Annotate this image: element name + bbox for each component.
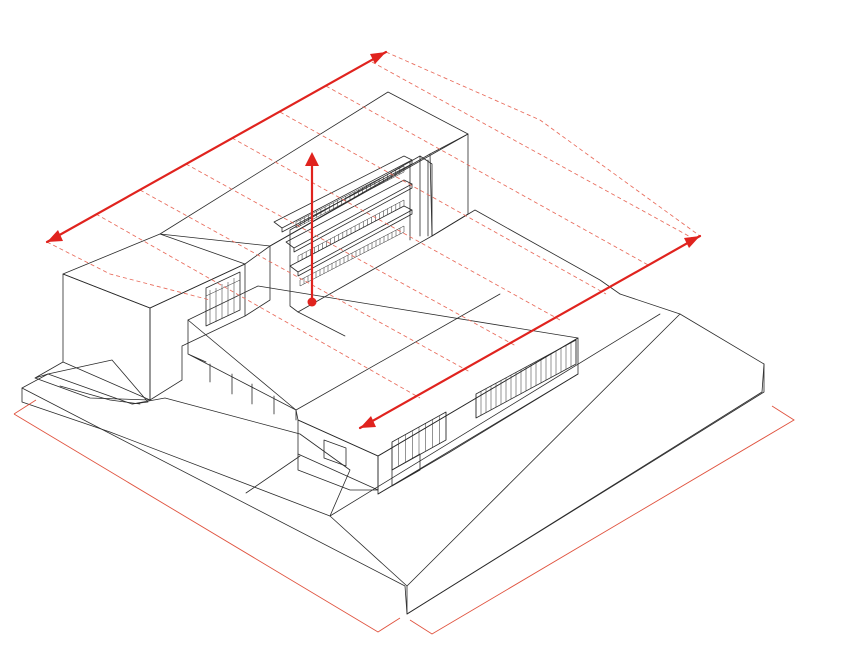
projection-line-7 — [371, 61, 697, 241]
site-slab-edge-front — [21, 387, 331, 517]
site-dimension-lines — [13, 399, 795, 635]
balcony-level-1 — [273, 155, 413, 233]
arrow-vertical — [305, 152, 319, 307]
courtyard-edge — [297, 311, 346, 337]
rear-block-side — [429, 133, 469, 237]
left-block-low-wing — [34, 361, 151, 401]
projection-line-3 — [185, 163, 517, 347]
left-block-roof — [62, 233, 246, 309]
facade-window-rows — [295, 166, 405, 286]
left-block-front — [62, 273, 151, 401]
balcony-level-2 — [285, 179, 413, 263]
site-base — [21, 293, 765, 615]
site-slab-strip-1 — [329, 313, 661, 517]
front-block-roof-seam — [295, 293, 501, 411]
arrow-head-icon — [684, 236, 700, 248]
facade-right-pier — [409, 155, 429, 241]
courtyard-right-wall — [431, 209, 621, 295]
arrow-head-icon — [370, 52, 386, 64]
arrow-head-icon — [360, 416, 376, 428]
ground-window-mullions — [391, 412, 447, 470]
wind-arrows — [45, 50, 702, 430]
left-block — [34, 233, 246, 401]
site-slab-strip-2 — [245, 455, 301, 494]
cantilever-columns — [209, 363, 275, 415]
door-opening — [391, 453, 421, 487]
entrance-box — [323, 439, 347, 467]
dimension-line-left — [13, 399, 401, 633]
rear-block-roof — [159, 91, 469, 247]
cantilever-edge — [187, 319, 297, 421]
projection-line-4 — [231, 137, 561, 321]
projection-envelope-top — [385, 51, 701, 237]
facade-balconies — [273, 155, 413, 287]
arrow-front-long — [358, 234, 702, 430]
site-slab-top — [21, 313, 765, 615]
site-slab-left-wedge — [47, 359, 149, 405]
arrow-head-icon — [305, 152, 319, 166]
projection-envelope-left — [46, 241, 211, 301]
ribbon-window-mullions — [475, 340, 577, 418]
projection-line-1 — [95, 213, 421, 399]
projection-lines — [46, 51, 701, 399]
site-slab-edge-right — [406, 363, 765, 615]
projection-line-5 — [279, 111, 607, 295]
left-block-openings — [205, 271, 241, 327]
origin-dot-icon — [307, 297, 317, 307]
front-block-facade — [297, 419, 379, 491]
front-block-roof — [187, 285, 579, 457]
site-slab-strip-3 — [619, 293, 681, 315]
dimension-line-right — [409, 405, 795, 635]
front-block-facade-lower — [297, 453, 379, 491]
front-block-windows — [391, 339, 577, 487]
arrow-head-icon — [47, 230, 63, 242]
projection-line-6 — [325, 85, 651, 267]
front-block — [187, 285, 579, 495]
arrow-rear-long — [45, 50, 388, 244]
